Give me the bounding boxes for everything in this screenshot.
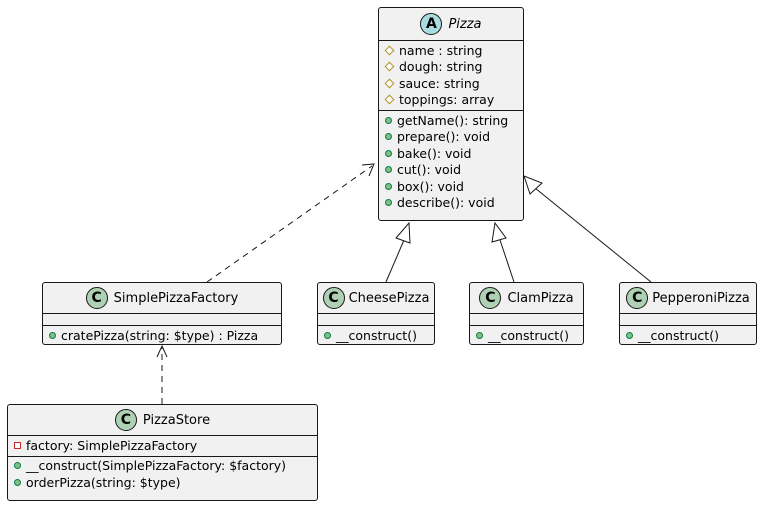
class-clam-pizza-attributes [470,314,583,325]
protected-visibility-icon [384,78,395,89]
method-text: describe(): void [397,195,495,211]
class-pepperoni-pizza-methods: __construct() [620,325,756,346]
attribute-text: toppings: array [399,92,495,108]
public-visibility-icon [626,331,633,339]
protected-visibility-icon [384,45,395,56]
class-icon: C [114,409,137,431]
class-icon: C [85,287,108,309]
dependency-store-to-factory-arrowhead [156,344,168,358]
protected-visibility-icon [384,94,395,105]
class-cheese-pizza[interactable]: C CheesePizza __construct() [317,282,435,345]
method-row: __construct() [626,327,750,344]
inheritance-cheese-to-pizza-arrowhead [395,221,411,244]
method-row: cratePizza(string: $type) : Pizza [49,327,275,344]
class-pizza-header: A Pizza [379,8,523,41]
attribute-row: factory: SimplePizzaFactory [14,437,311,454]
public-visibility-icon [49,331,56,339]
class-pizza-store-name: PizzaStore [142,412,211,428]
class-pepperoni-pizza-header: C PepperoniPizza [620,283,756,314]
inheritance-clam-to-pizza [499,239,515,283]
method-row: orderPizza(string: $type) [14,474,311,491]
method-text: getName(): string [397,112,509,128]
method-text: cratePizza(string: $type) : Pizza [61,327,259,343]
public-visibility-icon [14,462,21,470]
inheritance-pepperoni-to-pizza-arrowhead [523,175,543,195]
class-clam-pizza-methods: __construct() [470,325,583,346]
method-row: getName(): string [385,112,517,129]
public-visibility-icon [385,199,392,207]
class-simple-pizza-factory-methods: cratePizza(string: $type) : Pizza [43,325,281,346]
method-text: __construct() [488,327,569,343]
private-visibility-icon [14,441,21,449]
class-simple-pizza-factory-header: C SimplePizzaFactory [43,283,281,314]
class-simple-pizza-factory[interactable]: C SimplePizzaFactory cratePizza(string: … [42,282,282,345]
method-text: __construct() [638,327,719,343]
public-visibility-icon [385,182,392,190]
class-pepperoni-pizza[interactable]: C PepperoniPizza __construct() [619,282,757,345]
class-pizza-store[interactable]: C PizzaStore factory: SimplePizzaFactory… [7,404,318,501]
class-cheese-pizza-header: C CheesePizza [318,283,434,314]
public-visibility-icon [385,149,392,157]
inheritance-cheese-to-pizza [385,239,405,283]
class-pizza-store-attributes: factory: SimplePizzaFactory [8,436,317,456]
class-simple-pizza-factory-name: SimplePizzaFactory [113,290,239,306]
class-pizza-methods: getName(): string prepare(): void bake()… [379,110,523,213]
attribute-text: factory: SimplePizzaFactory [26,437,198,453]
method-text: __construct(SimplePizzaFactory: $factory… [26,458,287,474]
method-row: prepare(): void [385,129,517,146]
method-row: __construct() [476,327,577,344]
attribute-row: name : string [384,42,517,59]
class-pizza-store-header: C PizzaStore [8,405,317,436]
attribute-row: toppings: array [384,92,517,109]
method-row: __construct() [324,327,428,344]
attribute-text: sauce: string [399,75,480,91]
public-visibility-icon [385,116,392,124]
public-visibility-icon [324,331,331,339]
method-row: cut(): void [385,162,517,179]
class-icon: C [479,287,502,309]
class-icon: C [626,287,649,309]
attribute-row: dough: string [384,59,517,76]
method-text: prepare(): void [397,129,491,145]
class-pizza-attributes: name : string dough: string sauce: strin… [379,41,523,110]
dependency-factory-to-pizza [206,165,373,283]
class-simple-pizza-factory-attributes [43,314,281,325]
protected-visibility-icon [384,61,395,72]
class-cheese-pizza-attributes [318,314,434,325]
method-text: orderPizza(string: $type) [26,474,181,490]
class-cheese-pizza-methods: __construct() [318,325,434,346]
public-visibility-icon [476,331,483,339]
method-text: cut(): void [397,162,462,178]
method-text: box(): void [397,178,464,194]
class-pepperoni-pizza-attributes [620,314,756,325]
public-visibility-icon [385,166,392,174]
method-text: __construct() [336,327,417,343]
method-row: __construct(SimplePizzaFactory: $factory… [14,458,311,475]
inheritance-pepperoni-to-pizza [534,187,652,283]
attribute-text: dough: string [399,59,483,75]
public-visibility-icon [14,478,21,486]
dependency-factory-to-pizza-arrowhead [361,163,375,177]
class-clam-pizza-name: ClamPizza [507,290,574,306]
method-text: bake(): void [397,145,472,161]
class-pepperoni-pizza-name: PepperoniPizza [652,290,750,306]
inheritance-clam-to-pizza-arrowhead [491,221,507,243]
class-pizza-store-methods: __construct(SimplePizzaFactory: $factory… [8,455,317,493]
class-clam-pizza[interactable]: C ClamPizza __construct() [469,282,584,345]
class-icon: C [322,287,345,309]
class-clam-pizza-header: C ClamPizza [470,283,583,314]
method-row: describe(): void [385,195,517,212]
class-pizza-name: Pizza [448,16,482,32]
class-pizza[interactable]: A Pizza name : string dough: string sauc… [378,7,524,221]
attribute-text: name : string [399,42,483,58]
public-visibility-icon [385,133,392,141]
class-cheese-pizza-name: CheesePizza [348,290,430,306]
attribute-row: sauce: string [384,75,517,92]
method-row: bake(): void [385,145,517,162]
method-row: box(): void [385,178,517,195]
abstract-class-icon: A [420,13,443,35]
